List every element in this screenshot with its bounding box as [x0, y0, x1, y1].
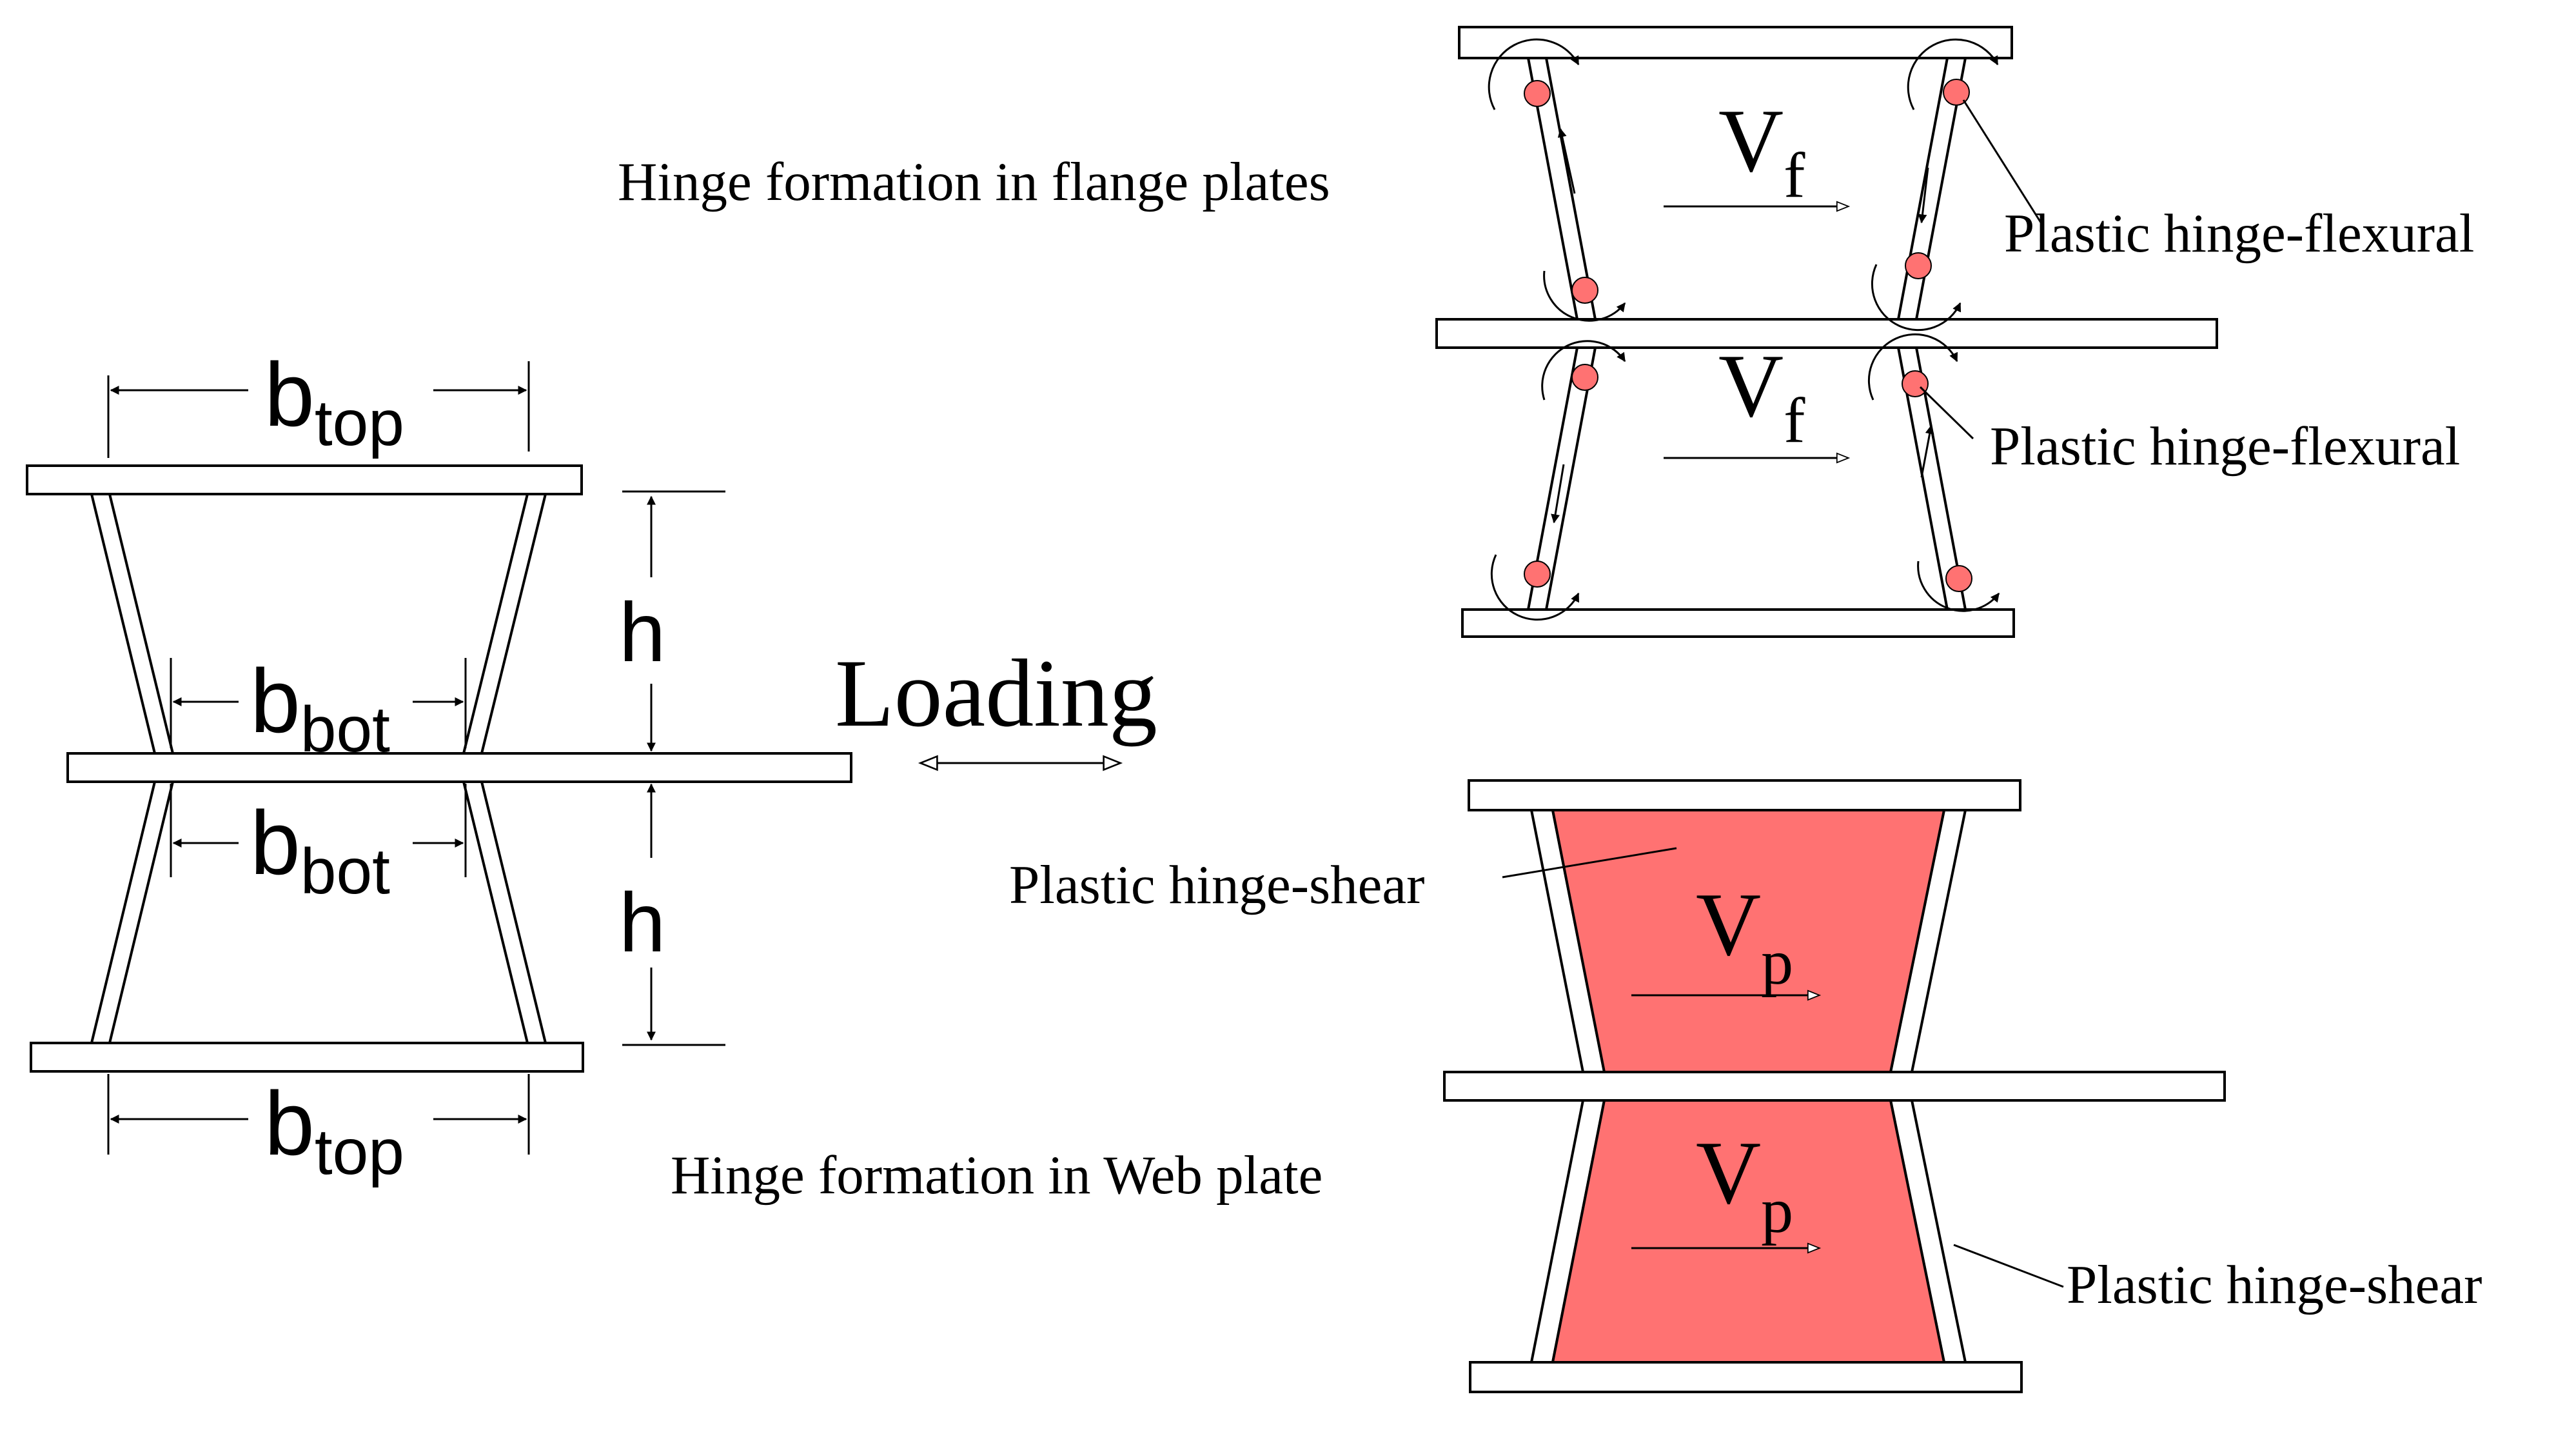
- flange-hinges: [1524, 79, 1972, 592]
- h-upper-label: h: [619, 585, 665, 679]
- top-plate: [26, 464, 583, 495]
- web-middle-plate: [1443, 1071, 2226, 1102]
- upper-right-link: [462, 493, 547, 755]
- web-panel-title: Hinge formation in Web plate: [671, 1145, 1322, 1206]
- shear-leader-upper: [1502, 847, 1677, 879]
- hinge-point: [1945, 565, 1972, 592]
- vf-lower-label: Vf: [1718, 336, 1805, 456]
- hinge-point: [1524, 80, 1551, 107]
- vp-lower-label: Vp: [1696, 1123, 1793, 1246]
- shear-label-upper: Plastic hinge-shear: [1009, 855, 1424, 915]
- lower-left-link: [90, 780, 175, 1044]
- web-bottom-plate: [1469, 1361, 2023, 1393]
- vp-upper-label: Vp: [1696, 875, 1793, 998]
- b-bot-lower-label: bbot: [250, 792, 390, 908]
- shear-leader-lower: [1953, 1244, 2064, 1288]
- b-top-upper-label: btop: [264, 344, 404, 459]
- web-panel: [1443, 779, 2226, 1393]
- flange-bottom-plate: [1461, 608, 2015, 638]
- flexural-label-upper: Plastic hinge-flexural: [2004, 203, 2474, 264]
- hinge-point: [1905, 252, 1932, 279]
- flange-top-plate: [1458, 26, 2013, 59]
- hinge-point: [1571, 277, 1598, 304]
- loading-label: Loading: [835, 640, 1157, 747]
- plastic-region-lower: [1551, 1099, 1946, 1364]
- vf-upper-label: Vf: [1718, 91, 1805, 211]
- plastic-region-upper: [1551, 809, 1946, 1073]
- hinge-point: [1943, 79, 1970, 106]
- b-top-lower-label: btop: [264, 1073, 404, 1188]
- flange-panel-title: Hinge formation in flange plates: [618, 152, 1330, 212]
- hinge-point: [1902, 370, 1929, 397]
- flexural-label-lower: Plastic hinge-flexural: [1990, 416, 2460, 477]
- hinge-point: [1571, 364, 1598, 391]
- upper-left-link: [90, 493, 175, 755]
- dimension-lines: [107, 361, 725, 1155]
- flexural-leader-lower: [1919, 386, 1974, 440]
- hinge-point: [1524, 561, 1551, 588]
- flange-panel: [1435, 26, 2218, 638]
- geometry-panel: [26, 464, 852, 1073]
- b-bot-upper-label: bbot: [250, 650, 390, 766]
- web-top-plate: [1468, 779, 2021, 811]
- moment-arrows: [1488, 38, 2000, 621]
- shear-label-lower: Plastic hinge-shear: [2067, 1255, 2482, 1315]
- middle-plate: [66, 752, 852, 783]
- lower-right-link: [462, 780, 547, 1044]
- h-lower-label: h: [619, 875, 665, 969]
- flange-middle-plate: [1435, 318, 2218, 349]
- flexural-leader-upper: [1962, 99, 2042, 223]
- bottom-plate: [30, 1042, 584, 1073]
